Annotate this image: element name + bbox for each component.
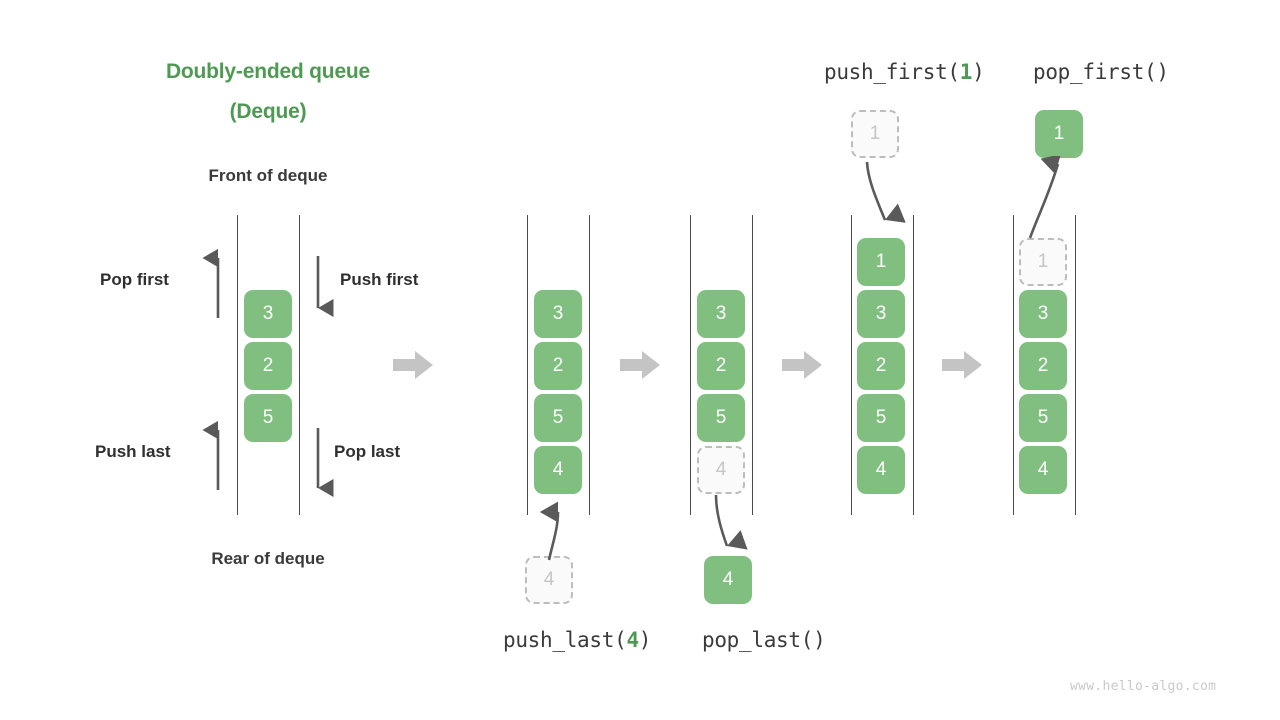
deque-base-rail-left [237, 215, 238, 515]
deque-element: 3 [697, 290, 745, 338]
deque-element: 5 [1019, 394, 1067, 442]
pop-last-arrow-icon [316, 428, 334, 498]
pop-first-label: Pop first [100, 270, 169, 289]
push-first-code-close: ) [972, 60, 985, 84]
deque-5-rail-right [1075, 215, 1076, 515]
deque-element: 5 [244, 394, 292, 442]
push-last-code-label: push_last(4) [503, 628, 651, 652]
pop-last-flow-arrow-icon [714, 494, 748, 550]
deque-element: 2 [1019, 342, 1067, 390]
step-arrow-icon [393, 351, 433, 379]
push-first-code-name: push_first( [824, 60, 960, 84]
push-first-code-label: push_first(1) [824, 60, 985, 84]
deque-2-rail-right [589, 215, 590, 515]
push-last-code-name: push_last( [503, 628, 627, 652]
deque-element: 5 [697, 394, 745, 442]
deque-element: 3 [244, 290, 292, 338]
rear-of-deque-label: Rear of deque [211, 549, 325, 568]
diagram-title-line-1: Doubly-ended queue [165, 60, 371, 83]
push-first-flow-arrow-icon [865, 161, 906, 223]
push-first-label: Push first [340, 270, 419, 289]
deque-2-rail-left [527, 215, 528, 515]
deque-3-rail-left [690, 215, 691, 515]
push-first-code-arg: 1 [959, 60, 973, 84]
pop-last-label: Pop last [334, 442, 401, 461]
step-arrow-icon [942, 351, 982, 379]
pop-last-outgoing-element: 4 [704, 556, 752, 604]
pop-first-outgoing-element: 1 [1035, 110, 1083, 158]
deque-element: 2 [697, 342, 745, 390]
deque-element: 2 [857, 342, 905, 390]
deque-element: 5 [857, 394, 905, 442]
pop-first-arrow-icon [202, 248, 220, 318]
pop-first-flow-arrow-icon [1028, 156, 1061, 239]
deque-element: 5 [534, 394, 582, 442]
deque-5-rail-left [1013, 215, 1014, 515]
push-last-code-arg: 4 [626, 628, 639, 652]
deque-element: 3 [1019, 290, 1067, 338]
push-first-arrow-icon [316, 256, 334, 318]
deque-element: 3 [857, 290, 905, 338]
deque-element: 2 [244, 342, 292, 390]
deque-element: 3 [534, 290, 582, 338]
deque-element-removed: 4 [697, 446, 745, 494]
deque-4-rail-left [851, 215, 852, 515]
pop-last-code-label: pop_last() [702, 628, 826, 652]
push-last-code-close: ) [638, 628, 652, 652]
deque-element-removed: 1 [1019, 238, 1067, 286]
deque-element: 4 [534, 446, 582, 494]
deque-element: 4 [1019, 446, 1067, 494]
deque-4-rail-right [913, 215, 914, 515]
diagram-title-line-2: (Deque) [229, 100, 307, 123]
deque-element: 1 [857, 238, 905, 286]
watermark: www.hello-algo.com [1070, 679, 1217, 694]
deque-element: 4 [857, 446, 905, 494]
front-of-deque-label: Front of deque [208, 166, 328, 185]
push-last-arrow-icon [202, 420, 220, 490]
push-last-flow-arrow-icon [539, 501, 560, 561]
step-arrow-icon [782, 351, 822, 379]
push-first-incoming-element: 1 [851, 110, 899, 158]
push-last-label: Push last [95, 442, 171, 461]
pop-first-code-label: pop_first() [1033, 60, 1169, 84]
deque-element: 2 [534, 342, 582, 390]
push-last-incoming-element: 4 [525, 556, 573, 604]
step-arrow-icon [620, 351, 660, 379]
deque-3-rail-right [752, 215, 753, 515]
deque-base-rail-right [299, 215, 300, 515]
